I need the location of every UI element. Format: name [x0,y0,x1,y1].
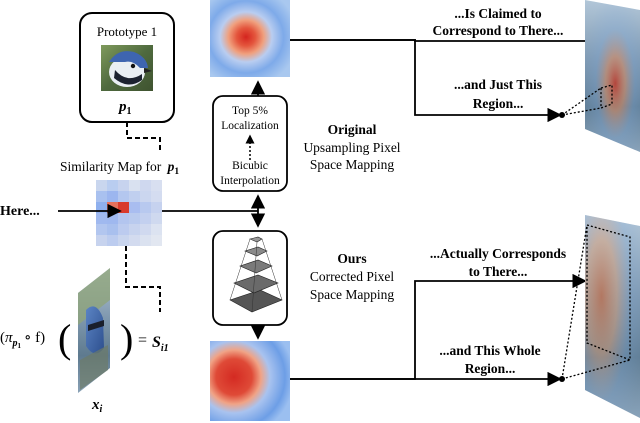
svg-text:(πp1∘ f): (πp1∘ f) [0,330,45,350]
svg-text:=: = [138,332,147,349]
heatmap-cell [140,235,151,246]
heatmap-cell [96,213,107,224]
here-label: Here... [0,204,40,219]
bottom-step-line2: Interpolation [220,175,280,187]
original-upsampled-heatmap [210,0,290,77]
map-to-image-link [125,246,161,312]
corrected-heatmap [210,341,290,421]
heatmap-cell [118,213,129,224]
heatmap-cell [151,235,162,246]
heatmap-cell [107,224,118,235]
heatmap-cell [151,224,162,235]
result-image-bottom [561,215,640,418]
actually-label-line1: ...Actually Corresponds [430,246,566,261]
heatmap-cell [129,202,140,213]
heatmap-cell [118,191,129,202]
heatmap-cell [107,213,118,224]
whole-region-line1: ...and This Whole [439,343,540,358]
heatmap-cell [107,191,118,202]
heatmap-cell [151,180,162,191]
svg-text:): ) [120,316,133,361]
svg-text:(: ( [58,316,71,361]
heatmap-cell [107,235,118,246]
heatmap-cell [129,235,140,246]
heatmap-cell [118,180,129,191]
heatmap-cell [118,235,129,246]
heatmap-cell [140,202,151,213]
top-step-line1: Top 5% [232,105,268,117]
original-process-box: Top 5% Localization Bicubic Interpolatio… [212,95,288,192]
heatmap-cell [129,213,140,224]
heatmap-cell [118,202,129,213]
claimed-label-line2: Correspond to There... [433,23,564,38]
ours-line2: Space Mapping [310,287,395,302]
heatmap-cell [129,224,140,235]
heatmap-cell [96,235,107,246]
similarity-heatmap-grid [96,180,162,246]
layer-stack-icon [229,236,283,313]
heatmap-cell [140,213,151,224]
similarity-map-label: Similarity Map for p1 [60,159,179,177]
original-line2: Space Mapping [310,157,395,172]
ours-title: Ours [337,251,366,266]
heatmap-cell [140,180,151,191]
heatmap-cell [151,202,162,213]
heatmap-cell [129,180,140,191]
heatmap-cell [107,180,118,191]
prototype-title: Prototype 1 [97,24,157,39]
svg-text:xi: xi [91,397,103,415]
result-image-top [561,0,640,152]
heatmap-cell [151,213,162,224]
heatmap-cell [140,191,151,202]
bottom-step-line1: Bicubic [232,160,268,172]
heatmap-cell [151,191,162,202]
heatmap-cell [96,191,107,202]
heatmap-cell [96,202,107,213]
original-line1: Upsampling Pixel [303,140,400,155]
prototype-to-map-link [126,122,161,153]
heatmap-cell [140,224,151,235]
input-image [78,268,110,393]
prototype-image [101,45,153,91]
just-region-line2: Region... [473,96,524,111]
heatmap-cell [129,191,140,202]
just-region-line1: ...and Just This [454,77,542,92]
heatmap-cell [118,224,129,235]
heatmap-cell [96,224,107,235]
prototype-box: Prototype 1 p1 [79,12,175,123]
claimed-label-line1: ...Is Claimed to [454,6,542,21]
whole-region-line2: Region... [465,361,516,376]
actually-label-line2: to There... [469,264,528,279]
ours-process-box [212,230,288,326]
svg-text:Si1: Si1 [152,334,169,354]
original-title: Original [328,122,377,137]
equation: (πp1∘ f) ( ) = Si1 xi [0,268,169,415]
prototype-symbol: p1 [117,99,132,117]
top-step-line2: Localization [221,120,279,132]
ours-line1: Corrected Pixel [310,269,395,284]
heatmap-cell [96,180,107,191]
